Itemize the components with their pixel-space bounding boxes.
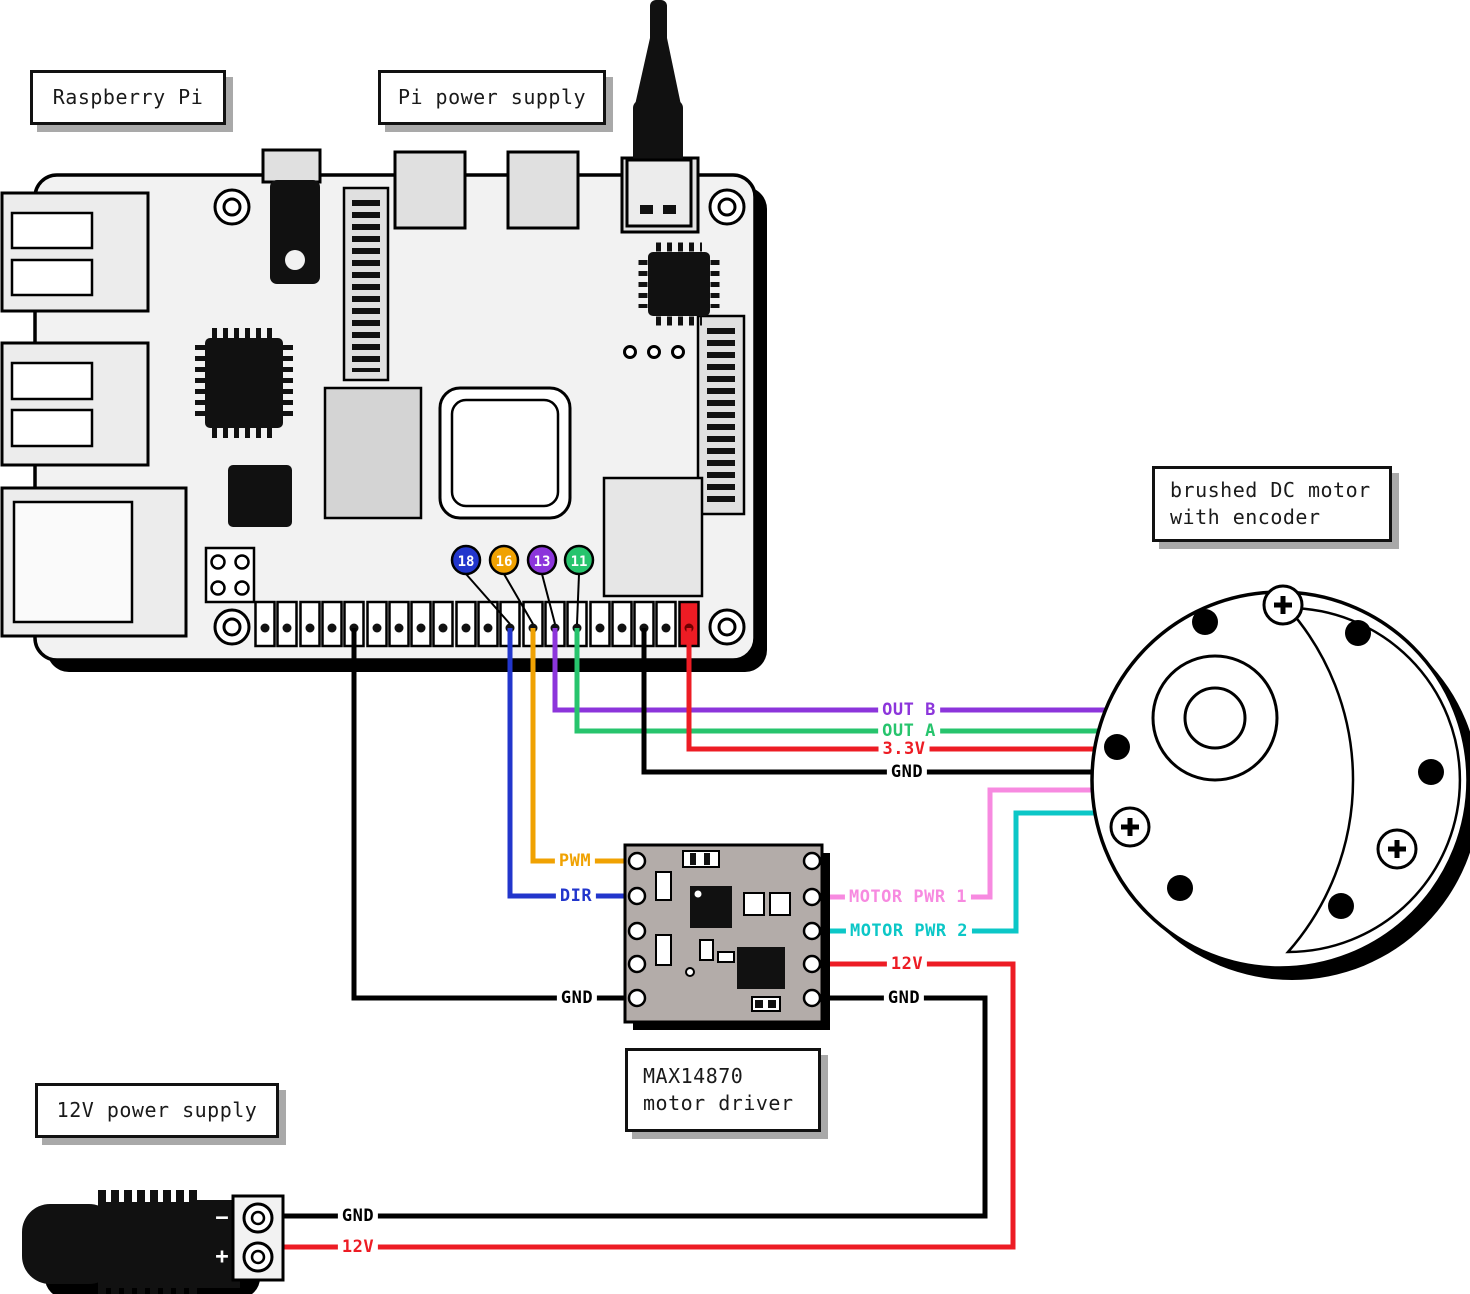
hdmi-port-1 [506, 150, 580, 230]
gpio-header [254, 600, 700, 648]
wire-3v3 [686, 628, 1100, 752]
terminal-positive-sign: + [215, 1244, 229, 1270]
pi-power-supply-label-text: Pi power supply [397, 85, 587, 109]
test-pad [647, 345, 661, 359]
wire-label-out-b: OUT B [878, 700, 940, 720]
jack-ribs [98, 1190, 200, 1294]
wire-label-dir: DIR [555, 886, 597, 906]
pin-badge-18 [450, 544, 482, 576]
motor-label-line1: brushed DC motor [1170, 478, 1371, 502]
camera-connector [696, 314, 746, 516]
wire-gnd-motor [641, 628, 1097, 775]
pin-badge-16 [488, 544, 520, 576]
jack-nose [22, 1204, 117, 1284]
chip-with-pins-1 [195, 328, 293, 438]
pin-badge-18-number: 18 [458, 554, 475, 570]
wire-label-12v-driver: 12V [886, 954, 928, 974]
wire-label-gnd-supply: GND [337, 1206, 379, 1226]
pin-badge-11 [563, 544, 595, 576]
terminal-block [231, 1194, 285, 1282]
test-pad [671, 345, 685, 359]
motor-driver-board [623, 843, 830, 1030]
wire-label-out-a: OUT A [878, 721, 940, 741]
wire-label-gnd-driver-left: GND [556, 988, 598, 1008]
mounting-holes [213, 188, 746, 646]
motor-shaft [1183, 686, 1247, 750]
av-jack [261, 148, 322, 284]
usb-port-2 [0, 341, 150, 467]
ram-chip [323, 386, 423, 520]
chip-3 [228, 465, 292, 527]
soc-chip [438, 386, 572, 520]
wire-label-motor-pwr-1: MOTOR PWR 1 [844, 887, 972, 907]
wire-label-gnd-driver-right: GND [883, 988, 925, 1008]
motor-crescent [1285, 606, 1462, 954]
motor-driver-label: MAX14870 motor driver [625, 1048, 821, 1132]
pin-badge-11-number: 11 [571, 554, 588, 570]
pi-power-supply-label: Pi power supply [378, 70, 606, 125]
driver-pcb [623, 843, 824, 1024]
motor-driver-label-line2: motor driver [643, 1091, 794, 1115]
raspberry-pi-label: Raspberry Pi [30, 70, 226, 125]
supply-12v-label-text: 12V power supply [56, 1098, 258, 1122]
usb-controller-chip [602, 476, 704, 598]
wire-label-3v3: 3.3V [878, 739, 930, 759]
wire-label-12v-supply: 12V [337, 1237, 379, 1257]
wire-pwm [530, 628, 637, 864]
hdmi-port-0 [393, 150, 467, 230]
pin-badge-13 [526, 544, 558, 576]
wire-gnd-driver-left [351, 628, 637, 1001]
gpio-pin-badges: 18 16 13 11 [450, 544, 595, 625]
driver-pins [627, 851, 822, 1008]
wire-label-pwm: PWM [554, 851, 596, 871]
dc-motor [1090, 584, 1470, 980]
wire-motor-pwr-1 [812, 787, 1097, 900]
chip-with-pins-2 [638, 242, 720, 326]
supply-12v-label: 12V power supply [35, 1083, 279, 1138]
motor-screws [1109, 584, 1418, 870]
raspberry-pi-label-text: Raspberry Pi [52, 85, 204, 109]
terminal-negative-sign: − [215, 1205, 229, 1231]
display-connector [342, 186, 390, 382]
motor-label-line2: with encoder [1170, 505, 1321, 529]
motor-label: brushed DC motor with encoder [1152, 466, 1392, 542]
wire-label-motor-pwr-2: MOTOR PWR 2 [845, 921, 973, 941]
motor-vent-holes [1104, 609, 1444, 919]
wire-motor-pwr-2 [812, 810, 1100, 934]
small-header [204, 546, 256, 604]
pin-badge-16-number: 16 [496, 554, 513, 570]
wire-label-gnd-motor: GND [886, 762, 928, 782]
barrel-jack [22, 1190, 285, 1294]
pi-power-cable [625, 0, 693, 228]
motor-driver-label-line1: MAX14870 [643, 1064, 744, 1088]
usb-c-plug-metal [625, 158, 693, 228]
test-pad [623, 345, 637, 359]
ethernet-port [0, 486, 188, 638]
usb-port-1 [0, 191, 150, 313]
raspberry-pi-board [0, 148, 767, 672]
pin-badge-13-number: 13 [534, 554, 551, 570]
